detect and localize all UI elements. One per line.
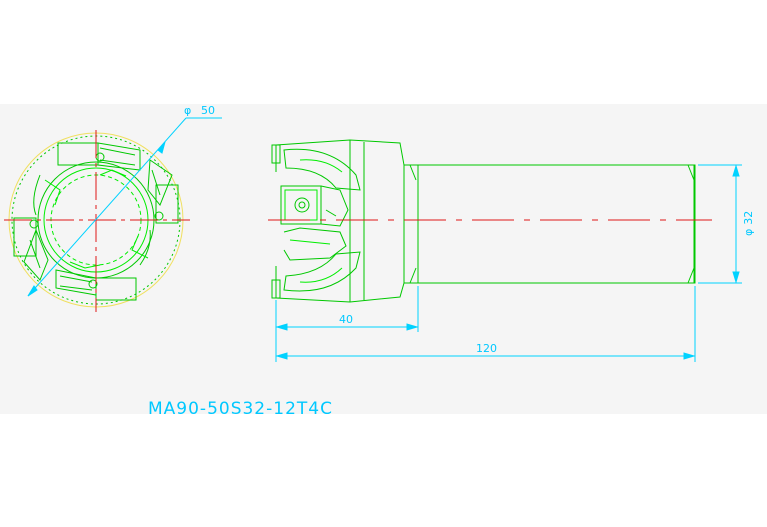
neck-chamfer-bottom: [409, 267, 417, 284]
dim-head-length: [275, 286, 419, 362]
dim-32-arrow-bottom: [732, 271, 740, 284]
screw-right: [154, 211, 164, 221]
screw-left: [29, 219, 39, 229]
gullet-left-top: [33, 174, 41, 216]
front-view-centerlines: [4, 130, 190, 312]
shank: [417, 164, 696, 284]
dim-50-symbol: φ: [184, 104, 191, 117]
gullet-right-bottom: [139, 229, 151, 266]
dim-diameter-50: [27, 117, 222, 297]
dim-120-arrow-right: [683, 352, 696, 360]
flute-bottom-inner: [299, 267, 343, 283]
drawing-sheet: [0, 104, 767, 414]
dim-40-value: 40: [339, 313, 353, 326]
dim-120-value: 120: [476, 342, 497, 355]
dim-32-label: φ 32: [742, 211, 755, 236]
lower-pocket: [283, 227, 347, 261]
head-body-outline: [275, 139, 405, 303]
side-view: [271, 139, 696, 303]
dim-50-arrow-a: [27, 285, 38, 297]
part-number-label: MA90-50S32-12T4C: [148, 399, 333, 419]
shank-chamfer-top: [687, 164, 695, 181]
dim-40-arrow-right: [406, 323, 419, 331]
insert-screw-socket: [298, 201, 306, 209]
dim-32-arrow-top: [732, 164, 740, 177]
insert-side-bottom: [271, 279, 281, 299]
pocket-edge-c: [69, 261, 101, 269]
pocket-edge-b: [131, 235, 149, 259]
dim-50-value: 50: [201, 104, 215, 117]
neck-chamfer-top: [409, 164, 417, 181]
screw-bottom: [88, 279, 98, 289]
insert-center: [280, 185, 322, 225]
flute-top: [283, 148, 361, 191]
insert-side-top: [271, 144, 281, 164]
insert-bottom: [55, 269, 137, 301]
dim-120-arrow-left: [275, 352, 288, 360]
dim-40-arrow-left: [275, 323, 288, 331]
dim-50-arrow-b: [157, 141, 166, 154]
flute-bottom: [283, 251, 361, 292]
dim-32-value: 32: [742, 211, 755, 225]
insert-pocket-side: [320, 185, 349, 227]
pocket-edge-d: [99, 169, 127, 177]
insert-left: [13, 217, 49, 281]
dim-diameter-32: [698, 164, 742, 284]
dim-32-symbol: φ: [742, 229, 755, 236]
insert-screw-head: [294, 197, 310, 213]
insert-right: [147, 159, 179, 224]
insert-clamp-line: [325, 209, 337, 217]
pocket-edge-a: [44, 179, 61, 206]
shank-chamfer-bottom: [687, 267, 695, 284]
dim-overall-length: [275, 286, 696, 362]
lower-pocket-line: [289, 239, 331, 245]
flute-top-inner: [299, 159, 343, 173]
